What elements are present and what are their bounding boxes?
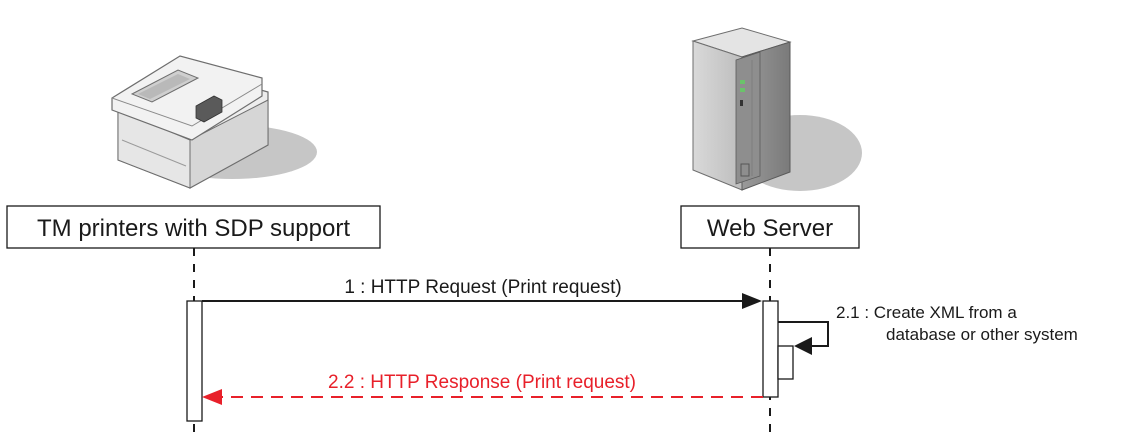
participant-printer: TM printers with SDP support: [6, 205, 381, 249]
server-tower-icon: [691, 27, 862, 191]
message-request-label: 1 : HTTP Request (Print request): [344, 277, 621, 298]
receipt-printer-icon: [111, 55, 317, 223]
participant-server-label: Web Server: [707, 215, 833, 242]
message-response-label: 2.2 : HTTP Response (Print request): [328, 372, 636, 393]
message-self-call-line1: 2.1 : Create XML from a: [836, 303, 1017, 322]
participant-server: Web Server: [680, 205, 860, 249]
activation-server-nested: [777, 345, 794, 380]
participant-printer-label: TM printers with SDP support: [37, 215, 350, 242]
message-request: 1 : HTTP Request (Print request): [202, 277, 762, 309]
message-response: 2.2 : HTTP Response (Print request): [202, 372, 763, 405]
activation-server: [762, 300, 779, 398]
message-self-call-line2: database or other system: [886, 325, 1078, 344]
message-self-call: 2.1 : Create XML from a database or othe…: [778, 303, 1078, 355]
activation-printer: [186, 300, 203, 422]
